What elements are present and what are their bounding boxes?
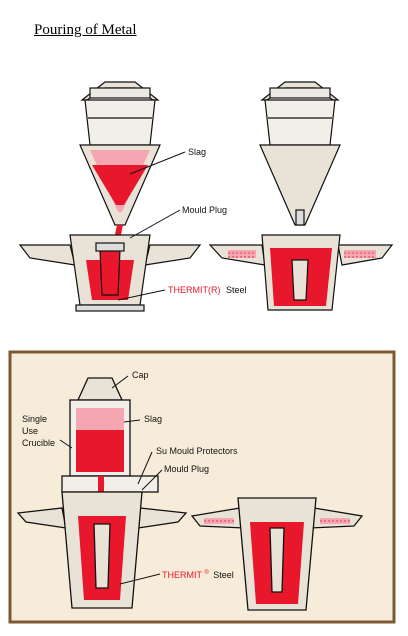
label-slag-bottom: Slag	[144, 414, 162, 424]
left-mould	[18, 234, 202, 312]
page-title: Pouring of Metal	[34, 22, 137, 38]
label-mould-plug-top: Mould Plug	[182, 205, 227, 215]
top-pouring-diagram: Slag Mould Plug THERMIT(R) Steel	[18, 81, 394, 312]
label-thermit-steel-top: THERMIT(R) Steel	[168, 285, 247, 295]
label-su-mould-protectors: Su Mould Protectors	[156, 446, 238, 456]
bottom-pouring-diagram: Cap Slag Single Use Crucible Su Mould Pr…	[8, 350, 396, 624]
right-crucible	[259, 81, 341, 226]
label-single-use-crucible: Single Use Crucible	[22, 414, 55, 448]
left-crucible	[79, 81, 161, 226]
label-cap: Cap	[132, 370, 149, 380]
label-thermit-steel-bottom: THERMIT ® Steel	[162, 566, 234, 580]
mould-bottom-right	[190, 497, 364, 611]
label-slag-top: Slag	[188, 147, 206, 157]
crucible-bottom	[61, 377, 159, 493]
right-mould	[208, 234, 394, 311]
mould-bottom-left	[16, 491, 188, 609]
label-mould-plug-bottom: Mould Plug	[164, 464, 209, 474]
